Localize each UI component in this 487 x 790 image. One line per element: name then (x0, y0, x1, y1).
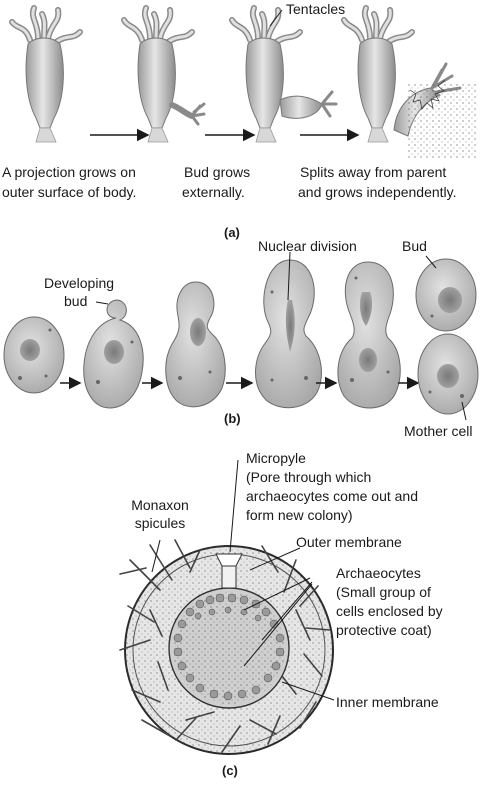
spicules (119, 539, 331, 753)
gemmule (119, 539, 334, 755)
label-mother-cell: Mother cell (404, 423, 473, 439)
yeast-cell-1 (3, 316, 65, 394)
panel-label-c: (c) (222, 763, 238, 778)
tentacles-pointer (269, 9, 283, 27)
label-micropyle: Micropyle (246, 450, 306, 466)
caption-bud-grows-line2: externally. (182, 184, 245, 200)
label-bud: Bud (402, 238, 427, 254)
caption-splits-line2: and grows independently. (298, 184, 457, 200)
label-archaeocytes-desc-1: (Small group of (336, 584, 431, 600)
micropyle (221, 565, 237, 589)
mother-cell-pointer (461, 401, 467, 421)
panel-label-a: (a) (224, 225, 240, 240)
nuclear-division-pointer (287, 251, 291, 301)
label-micropyle-desc-2: archaeocytes come out and (246, 488, 418, 504)
label-monaxon-line2: spicules (134, 515, 186, 531)
caption-projection-line1: A projection grows on (2, 164, 136, 180)
hydra-stage-3 (229, 5, 338, 143)
label-outer-membrane: Outer membrane (296, 534, 402, 550)
panel-label-b: (b) (224, 411, 241, 426)
bud-pointer (425, 255, 437, 269)
label-tentacles: Tentacles (286, 1, 346, 17)
label-inner-membrane: Inner membrane (336, 694, 439, 710)
caption-splits-line1: Splits away from parent (300, 164, 447, 180)
yeast-cell-4 (255, 259, 322, 409)
yeast-cell-2 (83, 299, 144, 409)
label-developing-bud-line1: Developing (43, 275, 115, 291)
hydra-stage-2 (121, 5, 206, 143)
yeast-cell-5 (337, 261, 401, 409)
yeast-cell-3 (165, 281, 226, 408)
caption-bud-grows-line1: Bud grows (184, 164, 251, 180)
developing-bud-pointer (95, 301, 109, 305)
label-archaeocytes-desc-3: protective coat) (336, 622, 432, 638)
label-archaeocytes: Archaeocytes (336, 565, 421, 581)
label-nuclear-division: Nuclear division (258, 238, 357, 254)
archaeocyte-cells (173, 593, 285, 701)
hydra-stage-1 (9, 5, 83, 143)
label-monaxon-line1: Monaxon (131, 497, 189, 513)
label-micropyle-desc-3: form new colony) (246, 507, 353, 523)
caption-projection-line2: outer surface of body. (2, 184, 137, 200)
label-micropyle-desc-1: (Pore through which (246, 469, 372, 485)
gemmule-pointers (151, 459, 335, 701)
label-developing-bud-line2: bud (64, 293, 88, 309)
yeast-cell-6 (415, 258, 479, 415)
label-archaeocytes-desc-2: cells enclosed by (336, 603, 443, 619)
hydra-stage-4 (341, 5, 476, 158)
